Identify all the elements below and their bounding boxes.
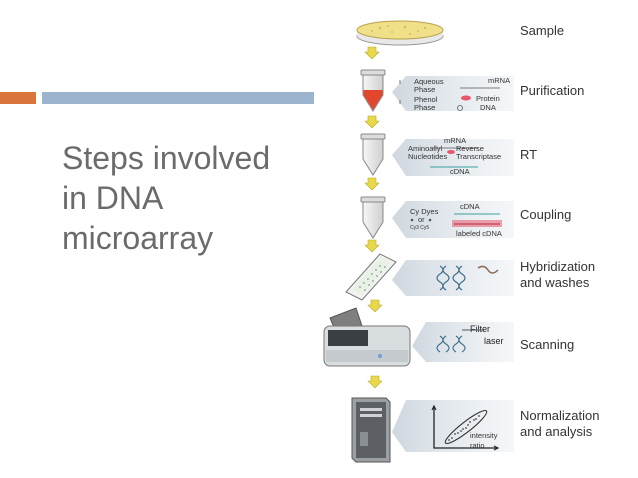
label-aqueous: Aqueous [414, 77, 444, 86]
slide-title: Steps involved in DNA microarray [62, 140, 271, 256]
label-intensity: intensity [470, 431, 498, 440]
flow-arrow-icon [364, 46, 383, 389]
analysis-callout [392, 400, 514, 452]
step-label-sample: Sample [520, 23, 565, 38]
label-cdna: cDNA [460, 202, 480, 211]
coupling-tube-icon [360, 196, 386, 239]
label-protein: Protein [476, 94, 500, 103]
coupling-callout [392, 201, 514, 238]
label-labeled-cdna: labeled cDNA [456, 229, 502, 238]
label-cdna: cDNA [450, 167, 470, 176]
label-reverse: Reverse [456, 144, 484, 153]
petri-dish-icon [356, 20, 444, 46]
rt-callout [392, 139, 514, 176]
label-phenol: Phenol [414, 95, 438, 104]
step-label-rt: RT [520, 147, 538, 162]
scanner-icon [323, 307, 411, 367]
step-label-normalization: Normalization and analysis [520, 408, 600, 439]
enzyme-icon [447, 150, 455, 154]
label-cy3-cy5: Cy3 Cy5 [410, 225, 429, 231]
label-transcriptase: Transcriptase [456, 152, 501, 161]
label-cy-dyes: Cy Dyes [410, 207, 439, 216]
scanning-callout [412, 322, 514, 362]
purification-callout [392, 76, 514, 111]
microarray-slide-icon [345, 253, 397, 301]
label-ratio: ratio [470, 441, 485, 450]
step-label-coupling: Coupling [520, 207, 572, 222]
rt-tube-icon [360, 133, 386, 176]
scatter-plot-icon [431, 404, 500, 451]
computer-tower-icon [351, 397, 391, 463]
dna-icon [457, 105, 463, 111]
label-phase: Phase [414, 85, 435, 94]
unbound-strand-icon [477, 265, 499, 274]
label-mrna: mRNA [488, 76, 510, 85]
label-dna: DNA [480, 103, 496, 112]
label-aminoallyl: Aminoallyl [408, 144, 443, 153]
step-label-hybridization: Hybridization and washes [520, 259, 596, 290]
label-laser: laser [484, 336, 504, 346]
accent-bar-blue [42, 92, 314, 104]
label-filter: Filter [470, 324, 490, 334]
label-phase: Phase [414, 103, 435, 112]
label-mrna: mRNA [444, 136, 466, 145]
label-nucleotides: Nucleotides [408, 152, 447, 161]
step-label-scanning: Scanning [520, 337, 575, 352]
purification-tube-icon [360, 69, 386, 112]
accent-bar-orange [0, 92, 36, 104]
label-or: or [418, 215, 425, 224]
hybridized-dna-icon [436, 265, 466, 291]
protein-icon [461, 95, 471, 101]
step-label-purification: Purification [520, 83, 585, 98]
scanned-dna-icon [436, 335, 466, 353]
